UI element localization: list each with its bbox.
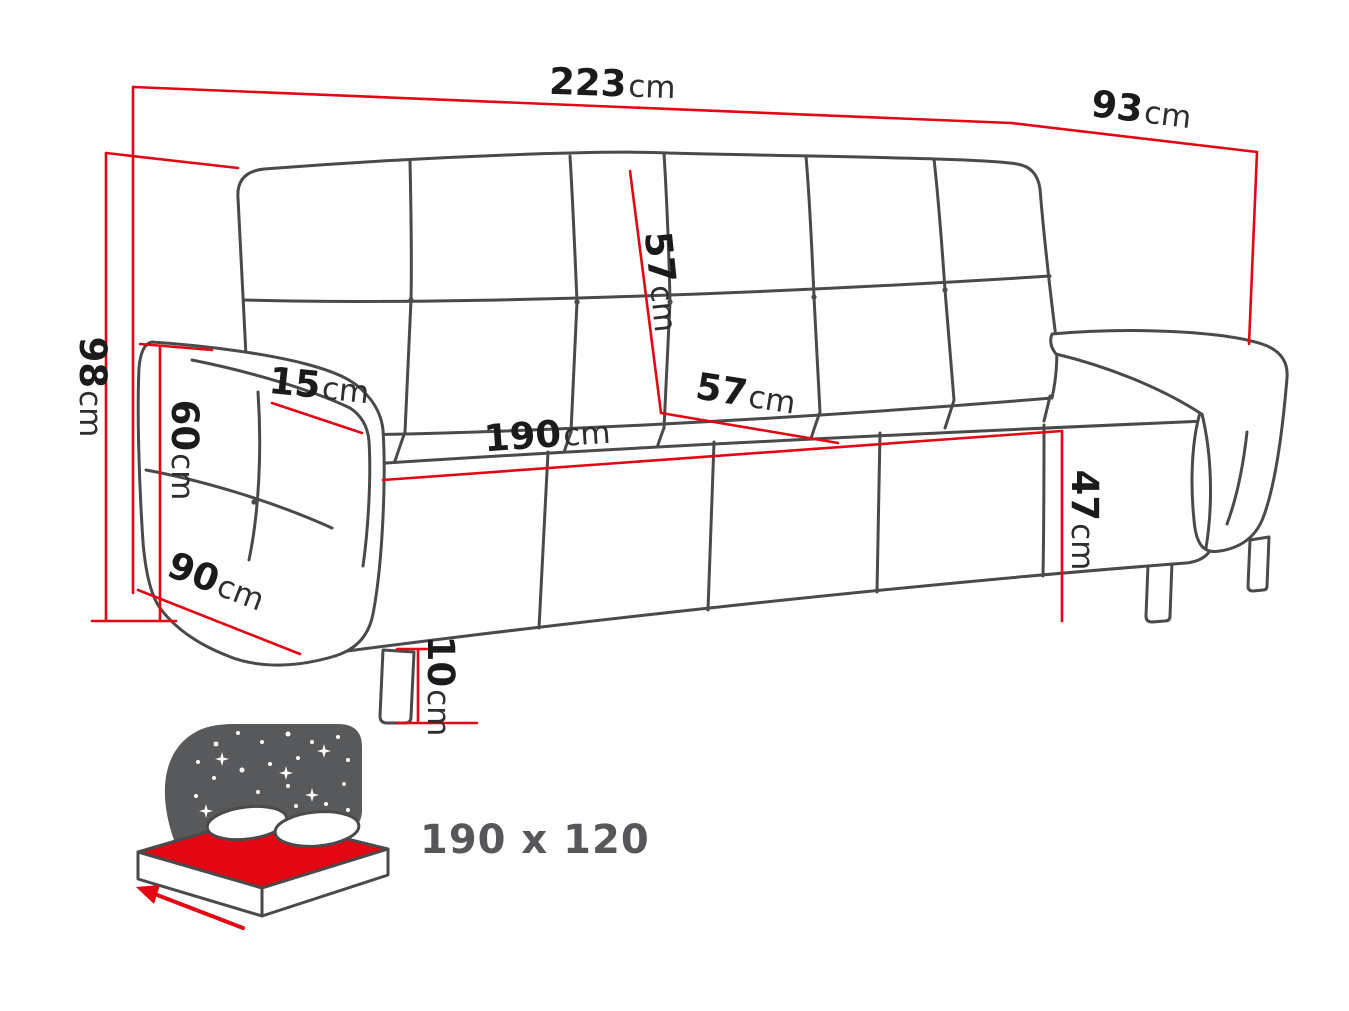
- front-right-leg: [1144, 560, 1174, 624]
- front-left-leg: [378, 648, 416, 725]
- pull-out-arrow-icon: [136, 885, 245, 930]
- tufting-buttons: [408, 287, 948, 305]
- dim-label-seat-width: 190cm: [483, 409, 612, 461]
- sofa-backrest: [236, 150, 1059, 438]
- dim-tick-height-top: [104, 151, 240, 170]
- dim-label-backrest-height: 57cm: [636, 229, 689, 334]
- dimension-labels: 223cm 93cm 98cm 57cm 57cm 190cm 15cm 60c…: [71, 60, 1194, 737]
- dim-line-width: [131, 85, 1013, 125]
- sleeping-area-label: 190 x 120: [420, 817, 650, 863]
- far-right-leg: [1246, 535, 1271, 593]
- pillow-icon: [273, 810, 361, 848]
- mattress-side-right-icon: [260, 847, 390, 918]
- dim-line-seat-width: [381, 429, 1064, 482]
- dim-line-side-depth: [136, 588, 302, 656]
- right-armrest: [1049, 329, 1289, 554]
- dim-label-width: 223cm: [548, 60, 676, 107]
- left-armrest: [136, 340, 386, 667]
- dim-label-seat-height: 47cm: [1063, 470, 1106, 571]
- dim-label-leg-height: 10cm: [419, 636, 462, 737]
- dim-line-armrest-width: [270, 401, 364, 435]
- dim-label-armrest-height: 60cm: [163, 400, 206, 501]
- dim-line-depth: [1009, 121, 1259, 154]
- sleeping-function-icon: [136, 724, 390, 930]
- sofa-drawing: [136, 150, 1289, 725]
- dim-label-height: 98cm: [71, 337, 114, 438]
- right-armrest-seams: [1200, 412, 1249, 550]
- dim-line-backrest-height: [628, 169, 663, 415]
- left-armrest-seams: [144, 358, 372, 568]
- dim-label-depth: 93cm: [1089, 82, 1194, 137]
- dim-label-armrest-width: 15cm: [267, 359, 372, 412]
- armrest-button: [251, 499, 257, 505]
- dimension-lines: [90, 85, 1259, 725]
- backrest-seams: [242, 151, 1052, 434]
- dim-tick-armrest-top: [138, 342, 214, 352]
- dim-extension-right: [1247, 150, 1259, 346]
- dim-label-seat-depth: 57cm: [693, 365, 799, 423]
- stars-icon: [194, 731, 350, 820]
- seat-front-seams: [537, 423, 1046, 630]
- dim-line-seat-depth: [659, 411, 840, 445]
